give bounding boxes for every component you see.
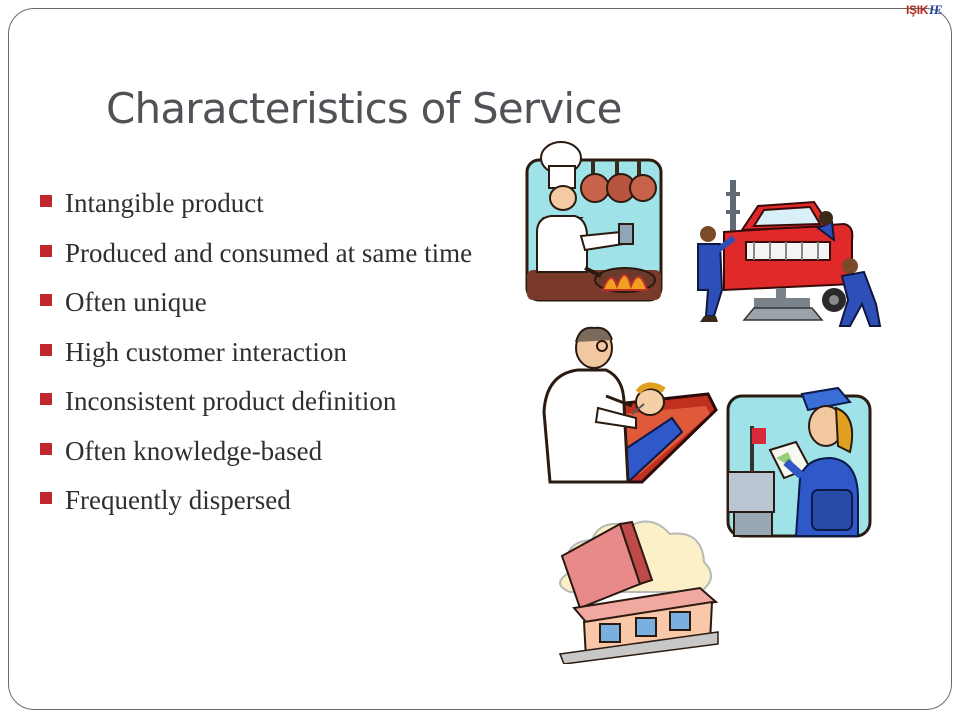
- bullet-text: Intangible product: [65, 188, 264, 218]
- postal-worker-icon: [726, 386, 872, 538]
- list-item: Inconsistent product definition: [40, 384, 472, 434]
- bullet-text: Frequently dispersed: [65, 485, 291, 515]
- list-item: Frequently dispersed: [40, 483, 472, 533]
- bullet-square-icon: [40, 244, 52, 257]
- logo: IŞIKIE: [906, 2, 943, 18]
- dentist-icon: [542, 326, 718, 484]
- bullet-square-icon: [40, 294, 52, 306]
- chef-icon: [525, 141, 663, 302]
- bullet-text: High customer interaction: [65, 336, 347, 367]
- logo-suffix: IE: [929, 2, 943, 17]
- slide-title: Characteristics of Service: [106, 84, 622, 133]
- slide-frame: [8, 8, 952, 710]
- list-item: High customer interaction: [40, 335, 472, 385]
- bullet-square-icon: [40, 442, 52, 455]
- bullet-square-icon: [40, 195, 52, 207]
- list-item: Often knowledge-based: [40, 434, 472, 484]
- mechanics-icon: [697, 180, 882, 327]
- bullet-square-icon: [40, 343, 52, 356]
- bullet-text: Often unique: [65, 287, 207, 317]
- bullet-square-icon: [40, 492, 52, 504]
- list-item: Often unique: [40, 285, 472, 335]
- bullet-square-icon: [40, 393, 52, 405]
- bullet-text: Often knowledge-based: [65, 435, 323, 466]
- list-item: Produced and consumed at same time: [40, 236, 472, 286]
- house-icon: [558, 520, 719, 664]
- bullet-text: Inconsistent product definition: [65, 386, 397, 416]
- bullet-text: Produced and consumed at same time: [65, 237, 473, 268]
- bullet-list: Intangible product Produced and consumed…: [40, 186, 472, 533]
- logo-main: IŞIK: [906, 3, 929, 17]
- list-item: Intangible product: [40, 186, 472, 236]
